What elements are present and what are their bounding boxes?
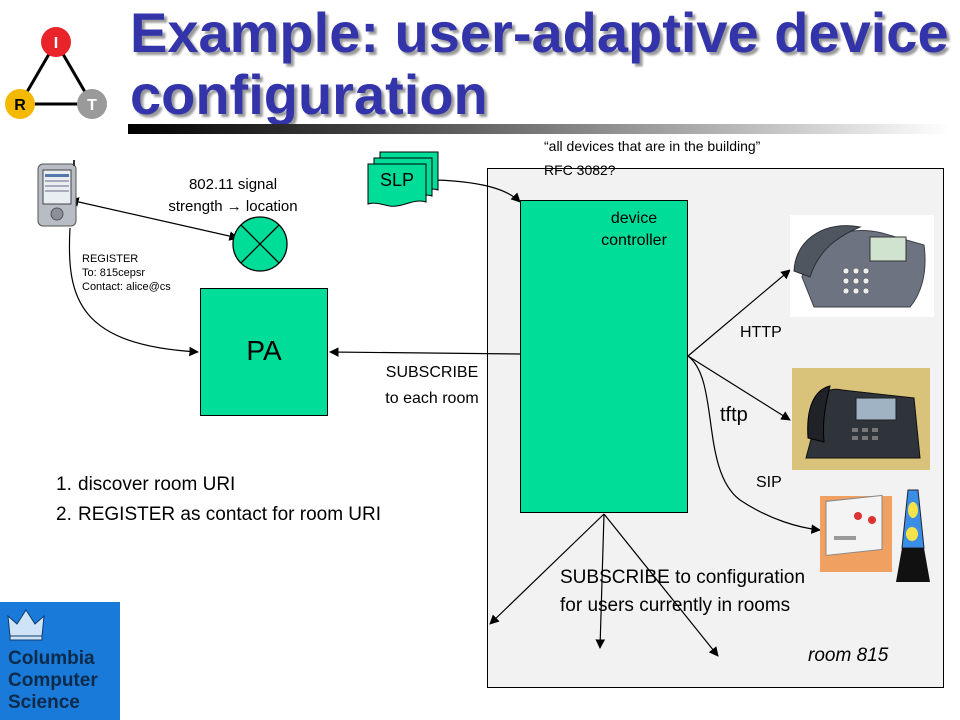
signal-location-icon xyxy=(232,216,288,272)
thermostat-lamp-icon xyxy=(820,489,930,582)
room-label: room 815 xyxy=(808,645,889,666)
tftp-arrow xyxy=(687,355,791,421)
rfc-note: RFC 3082? xyxy=(544,162,616,178)
http-arrow xyxy=(687,269,791,357)
signal-label: 802.11 signal strength → location xyxy=(168,176,298,215)
all-devices-note: “all devices that are in the building” xyxy=(544,138,761,154)
logo-i: I xyxy=(54,35,58,52)
http-label: HTTP xyxy=(740,324,782,341)
title-underline xyxy=(128,124,950,134)
pda-signal-arrow xyxy=(69,197,239,241)
subscribe-room-arrow xyxy=(329,347,521,357)
slp-document-icon xyxy=(367,151,439,207)
sip-label: SIP xyxy=(756,474,782,491)
device-controller-label: device controller xyxy=(601,210,667,249)
register-label: REGISTER To: 815cepsr Contact: alice@cs xyxy=(82,253,171,293)
columbia-text: Columbia Computer Science xyxy=(8,648,98,713)
bottom-arrow-right xyxy=(603,513,719,657)
logo-r-circle xyxy=(5,89,35,119)
tftp-label: tftp xyxy=(720,404,748,426)
subscribe-config-label: SUBSCRIBE to configuration for users cur… xyxy=(560,567,806,616)
pda-icon xyxy=(37,160,77,227)
bottom-arrow-middle xyxy=(595,513,606,649)
logo-i-circle xyxy=(41,27,71,57)
ip-phone-icon xyxy=(792,368,930,470)
pa-box xyxy=(200,288,328,416)
slp-label: SLP xyxy=(379,170,415,190)
pa-label: PA xyxy=(246,335,282,366)
subscribe-room-label: SUBSCRIBE to each room xyxy=(385,364,479,407)
crown-icon xyxy=(7,609,45,641)
logo-t: T xyxy=(87,97,97,114)
slp-arrow xyxy=(435,179,521,203)
step-item: 2.REGISTER as contact for room URI xyxy=(56,504,382,525)
logo-t-circle xyxy=(77,89,107,119)
device-controller-box xyxy=(520,200,688,513)
register-arrow xyxy=(68,227,199,357)
columbia-logo: Columbia Computer Science xyxy=(0,602,120,720)
logo-r: R xyxy=(14,97,26,114)
bottom-arrow-left xyxy=(489,513,605,625)
step-item: 1.discover room URI xyxy=(56,474,236,495)
sip-arrow xyxy=(687,355,821,534)
irt-logo: I R T xyxy=(5,27,107,119)
page-title: Example: user-adaptive device configurat… xyxy=(130,1,949,126)
desk-phone-icon xyxy=(790,215,934,317)
step-list: 1.discover room URI 2.REGISTER as contac… xyxy=(56,470,381,530)
